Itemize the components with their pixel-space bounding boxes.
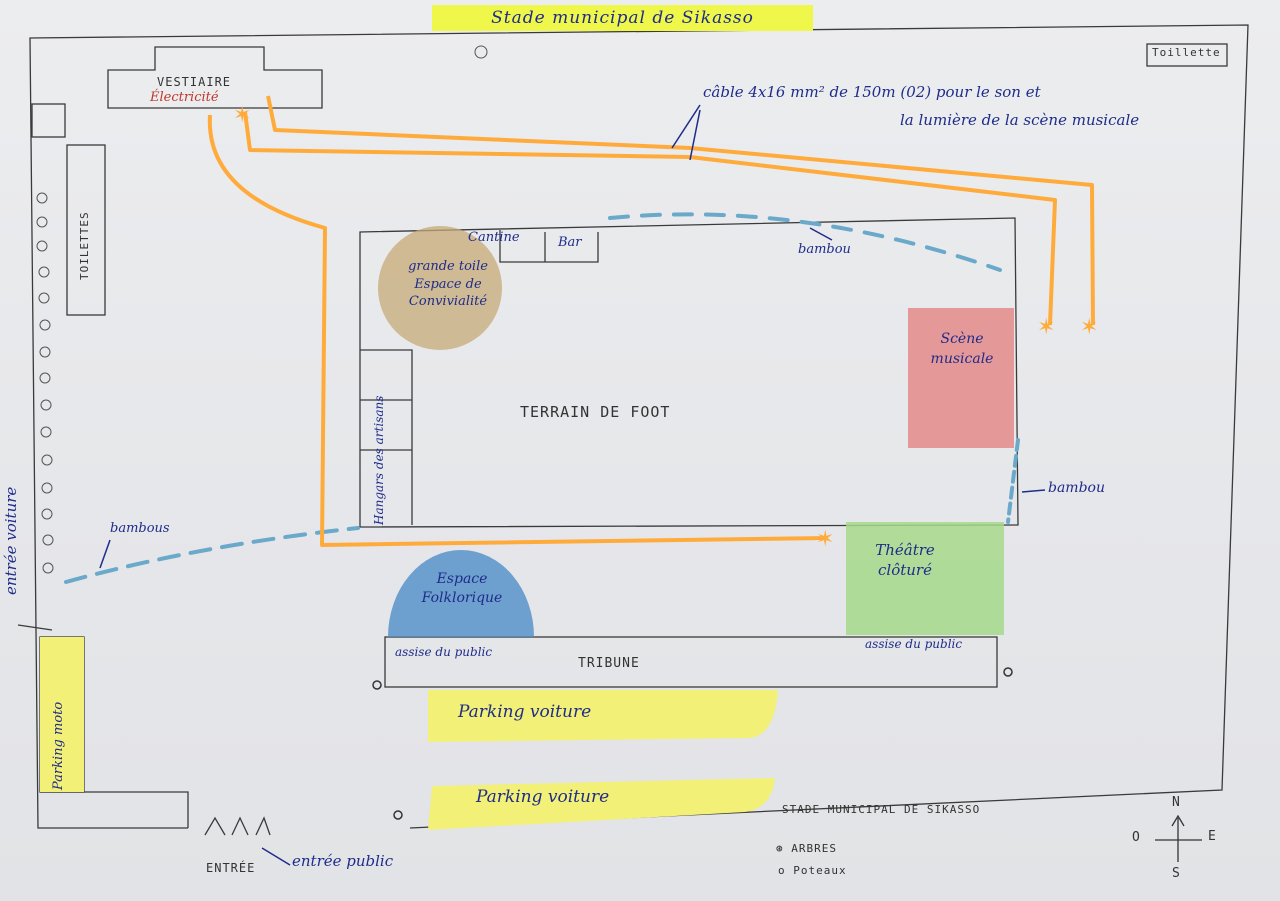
legend-posts-label: Poteaux <box>793 864 847 877</box>
cable-to-theatre <box>207 114 829 547</box>
legend-item-posts: o Poteaux <box>778 864 847 877</box>
cable-to-scene-2 <box>266 95 1095 326</box>
compass-west: O <box>1132 830 1141 845</box>
theatre-label: Théâtre clôturé <box>875 541 935 580</box>
legend-item-trees: ⊛ ARBRES <box>776 842 837 855</box>
cantine-label: Cantine <box>468 230 520 245</box>
bambou-top-arrow <box>809 227 833 241</box>
bamboo-lines <box>64 212 1020 584</box>
post-symbol-icon: o <box>778 864 786 877</box>
entree-voiture-label: entrée voiture <box>2 486 20 595</box>
legend-trees-label: ARBRES <box>791 842 837 855</box>
bambou-right-arrow <box>1021 489 1046 493</box>
car-entrance-gate <box>17 624 53 631</box>
terrain-label: TERRAIN DE FOOT <box>520 403 671 421</box>
toilettes-top-building <box>1146 43 1228 67</box>
small-building <box>31 103 66 138</box>
entree-label: ENTRÉE <box>206 861 256 875</box>
cable-end-scene-1: ✶ <box>1037 315 1055 340</box>
electricite-label: Électricité <box>150 90 219 105</box>
cable-to-scene-1 <box>243 111 1057 326</box>
cantine-bar-enclosure <box>499 230 599 263</box>
cable-end-theatre: ✶ <box>816 527 834 552</box>
parking-voiture-2-label: Parking voiture <box>476 787 610 807</box>
bamboo-left <box>64 526 360 584</box>
compass-north: N <box>1172 795 1181 810</box>
espace-folklorique-zone <box>388 550 534 637</box>
bambou-right-label: bambou <box>1048 480 1105 496</box>
tribune-label: TRIBUNE <box>578 656 640 671</box>
vestiaire-building <box>107 46 323 109</box>
site-boundary <box>29 24 1249 829</box>
compass-south: S <box>1172 866 1181 881</box>
football-field <box>359 217 1019 528</box>
toilettes-left-text: TOILETTES <box>78 211 91 280</box>
toilettes-top-label: Toillette <box>1152 46 1221 59</box>
bar-label: Bar <box>558 235 582 250</box>
toilettes-left-building <box>66 144 106 316</box>
tree-top <box>474 45 488 59</box>
assise-right-label: assise du public <box>865 637 963 651</box>
espace-folklorique-label: Espace Folklorique <box>421 571 503 606</box>
bamboo-top <box>608 212 1002 272</box>
bamboo-right <box>1006 438 1020 524</box>
compass-east: E <box>1208 829 1217 844</box>
parking-voiture-1-label: Parking voiture <box>458 702 592 722</box>
bambous-left-arrow <box>99 539 111 569</box>
tribune-structure <box>384 636 998 688</box>
bambou-top-label: bambou <box>798 242 851 257</box>
tree-symbol-icon: ⊛ <box>776 842 784 855</box>
legend-title: STADE MUNICIPAL DE SIKASSO <box>782 803 981 816</box>
cable-ends: ✶ ✶ ✶ ✶ <box>233 103 1098 552</box>
bambous-left-label: bambous <box>110 521 170 536</box>
trees-column <box>36 45 488 574</box>
assise-left-label: assise du public <box>395 645 493 659</box>
cable-note-line-1: câble 4x16 mm² de 150m (02) pour le son … <box>703 83 1041 101</box>
cable-start-1: ✶ <box>233 103 251 128</box>
parking-voiture-1-zone <box>428 690 778 742</box>
bottom-left-building <box>40 791 189 828</box>
hangars-label: Hangars des artisans <box>372 395 386 525</box>
map-title: Stade municipal de Sikasso <box>432 5 813 31</box>
theatre-zone <box>846 522 1004 635</box>
entrance-gate <box>204 816 271 836</box>
parking-moto-zone <box>40 637 84 792</box>
grande-toile-zone <box>378 226 502 350</box>
cable-note-arrow-1 <box>671 104 701 149</box>
scene-label: Scène musicale <box>930 331 994 367</box>
parking-moto-label: Parking moto <box>51 701 66 790</box>
vestiaire-label: VESTIAIRE <box>157 75 232 89</box>
posts <box>372 667 1013 820</box>
cable-note-arrow-2 <box>689 109 701 161</box>
parking-voiture-2-zone <box>428 778 775 830</box>
hangars-artisans <box>360 349 413 525</box>
annotation-arrows <box>99 104 1046 866</box>
scene-musicale-zone <box>908 308 1014 448</box>
entree-public-label: entrée public <box>292 852 394 870</box>
cable-note-line-2: la lumière de la scène musicale <box>900 111 1140 129</box>
grande-toile-label: grande toile Espace de Convivialité <box>408 259 488 310</box>
cable-end-scene-2: ✶ <box>1080 315 1098 340</box>
compass-rose <box>1155 814 1202 862</box>
entree-public-arrow <box>261 847 291 866</box>
